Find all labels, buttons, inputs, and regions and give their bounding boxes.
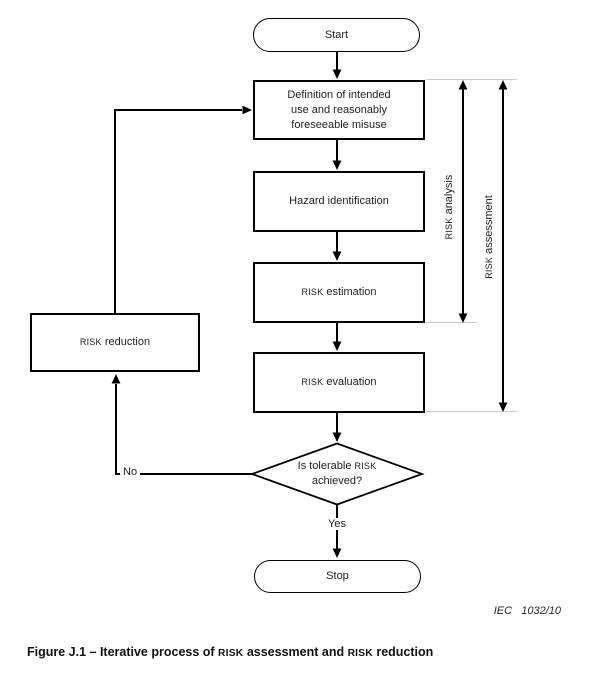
risk-estimation-box: RISK estimation: [253, 262, 425, 323]
yes-edge-label: Yes: [325, 518, 349, 530]
risk-analysis-text: RISK analysis: [443, 174, 455, 240]
arrowhead-into-evaluation: [332, 341, 342, 351]
arrowhead-into-estimation: [332, 251, 342, 261]
arrowhead-analysis-top: [458, 80, 468, 90]
start-node: Start: [253, 18, 420, 52]
iec-figure-credit: IEC 1032/10: [493, 605, 561, 617]
arrowhead-analysis-bottom: [458, 313, 468, 323]
arrowhead-feedback-into-definition: [242, 105, 252, 115]
arrowhead-into-decision: [332, 432, 342, 442]
risk-assessment-bracket-label: RISK assessment: [483, 172, 499, 302]
risk-assessment-text: RISK assessment: [483, 195, 495, 279]
arrowhead-into-definition: [332, 69, 342, 79]
hazard-identification-box: Hazard identification: [253, 171, 425, 232]
decision-diamond: [249, 442, 425, 506]
stop-node-label: Stop: [326, 570, 349, 582]
start-node-label: Start: [324, 28, 349, 41]
risk-evaluation-box: RISK evaluation: [253, 352, 425, 413]
feedback-path-line: [114, 109, 242, 313]
arrowhead-into-stop: [332, 548, 342, 558]
figure-caption: Figure J.1 – Iterative process of RISK a…: [27, 645, 434, 659]
arrowhead-assessment-top: [498, 80, 508, 90]
risk-reduction-box: RISK reduction: [30, 313, 200, 372]
arrowhead-into-hazard: [332, 160, 342, 170]
risk-analysis-bracket-label: RISK analysis: [443, 152, 459, 262]
risk-evaluation-label: RISK evaluation: [301, 376, 377, 388]
stop-node: Stop: [254, 560, 421, 593]
arrowhead-assessment-bottom: [498, 402, 508, 412]
arrowhead-into-reduction: [111, 374, 121, 384]
no-edge-label: No: [120, 466, 141, 478]
hazard-identification-label: Hazard identification: [289, 195, 389, 207]
risk-estimation-label: RISK estimation: [301, 286, 377, 298]
risk-reduction-label: RISK reduction: [79, 336, 151, 348]
no-path-line: [115, 384, 252, 475]
